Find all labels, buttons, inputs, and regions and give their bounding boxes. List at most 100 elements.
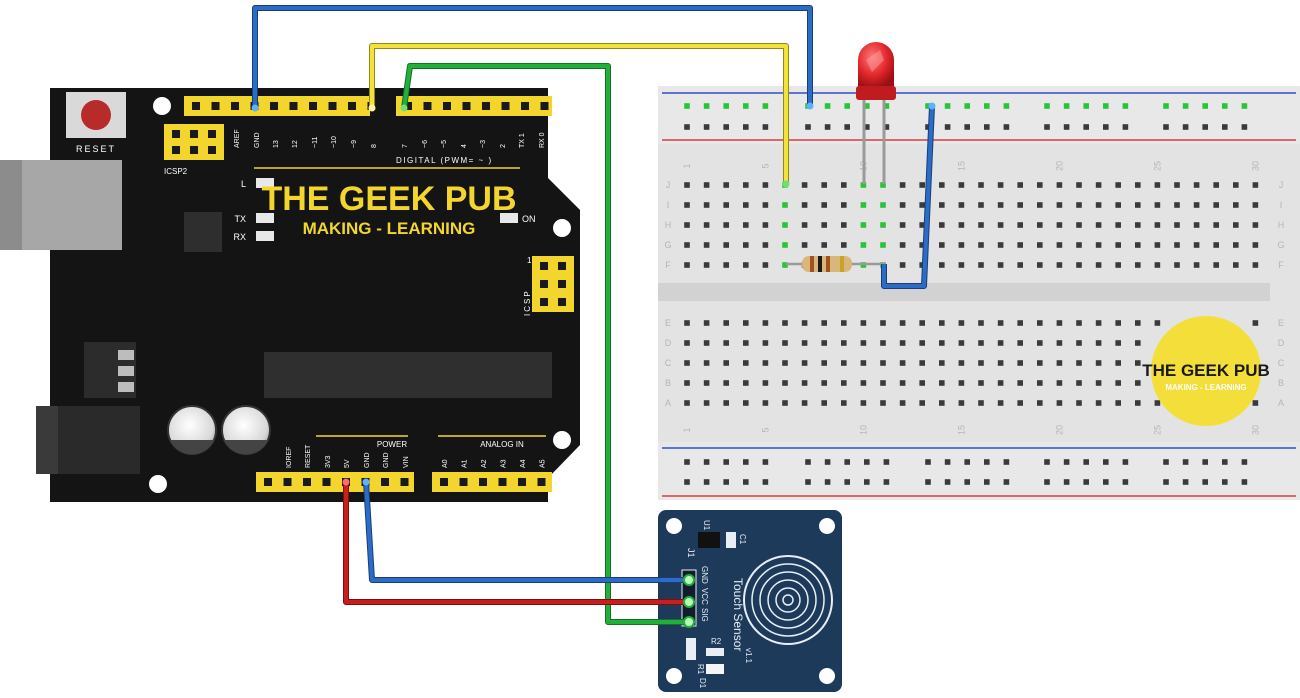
breadboard-hole [1115, 222, 1121, 228]
icsp2-pin[interactable] [172, 146, 180, 154]
header-pin[interactable] [404, 102, 412, 110]
header-pin[interactable] [537, 478, 546, 486]
icsp2-pin[interactable] [190, 146, 198, 154]
header-pin[interactable] [498, 478, 507, 486]
header-pin[interactable] [328, 102, 337, 110]
arduino-board [50, 88, 580, 502]
breadboard-hole [880, 360, 886, 366]
breadboard-hole [762, 380, 769, 386]
icsp2-pin[interactable] [172, 130, 180, 138]
header-pin[interactable] [400, 478, 409, 486]
rail-hole [1222, 103, 1228, 109]
breadboard-col-label: 20 [1054, 425, 1064, 435]
icsp2-pin[interactable] [190, 130, 198, 138]
header-pin[interactable] [423, 102, 432, 110]
breadboard-hole [1076, 320, 1082, 326]
header-pin[interactable] [518, 478, 526, 486]
header-pin[interactable] [211, 102, 220, 110]
wire-gnd-to-sensor-gnd[interactable] [364, 481, 686, 582]
breadboard-hole [978, 380, 984, 386]
wire-led-to-rail[interactable] [882, 105, 934, 288]
breadboard-hole [841, 222, 847, 228]
header-pin[interactable] [264, 478, 272, 486]
sensor-pin-gnd[interactable] [683, 574, 695, 586]
breadboard-hole [801, 380, 808, 386]
header-pin[interactable] [443, 102, 451, 110]
icsp-pin[interactable] [540, 262, 548, 270]
breadboard-row-label: D [1278, 338, 1285, 348]
wire-gnd-to-rail[interactable] [253, 6, 812, 108]
power-header [256, 472, 414, 492]
icsp2-pin[interactable] [208, 146, 216, 154]
wire-pin7-to-sensor-sig[interactable] [402, 64, 686, 624]
breadboard-hole [997, 262, 1004, 268]
rail-hole [824, 103, 831, 109]
breadboard-hole [997, 320, 1004, 326]
breadboard-hole [939, 320, 945, 326]
c1-label: C1 [738, 534, 747, 545]
reset-button[interactable] [81, 100, 111, 130]
header-pin[interactable] [381, 478, 389, 486]
breadboard-hole [684, 360, 690, 366]
header-pin[interactable] [440, 478, 448, 486]
header-pin[interactable] [501, 102, 510, 110]
breadboard-hole [1193, 222, 1200, 228]
breadboard-hole [899, 202, 906, 208]
breadboard-hole [1076, 262, 1082, 268]
breadboard-hole [899, 380, 906, 386]
breadboard-hole [841, 320, 847, 326]
icsp-pin[interactable] [558, 280, 566, 288]
breadboard-hole [723, 380, 729, 386]
digital-pin-label: 7 [402, 144, 409, 148]
breadboard-row-label: C [665, 358, 672, 368]
sensor-pin-vcc[interactable] [683, 596, 695, 608]
analog-pin-label: A3 [501, 459, 508, 468]
breadboard-row-label: F [1278, 260, 1284, 270]
icsp-pin[interactable] [558, 262, 566, 270]
header-pin[interactable] [479, 478, 487, 486]
breadboard-row-label: B [665, 378, 671, 388]
rail-hole [964, 459, 970, 465]
breadboard-hole [939, 182, 945, 188]
wire-pin8-to-breadboard[interactable] [370, 44, 788, 184]
header-pin[interactable] [540, 102, 549, 110]
icsp2-pin[interactable] [208, 130, 216, 138]
icsp-pin[interactable] [540, 280, 548, 288]
header-pin[interactable] [462, 102, 471, 110]
d1-led [706, 664, 724, 674]
header-pin[interactable] [192, 102, 200, 110]
rail-hole [864, 124, 870, 130]
header-pin[interactable] [459, 478, 468, 486]
breadboard-hole [762, 182, 769, 188]
breadboard-hole [782, 380, 788, 386]
rail-hole [1202, 103, 1208, 109]
breadboard-hole [723, 242, 729, 248]
breadboard-hole [1193, 242, 1200, 248]
capacitor-band [224, 440, 268, 455]
header-pin[interactable] [348, 102, 356, 110]
header-pin[interactable] [303, 478, 311, 486]
header-pin[interactable] [289, 102, 298, 110]
breadboard-hole [723, 320, 729, 326]
rail-hole [944, 103, 951, 109]
header-pin[interactable] [231, 102, 239, 110]
breadboard-hole [743, 262, 749, 268]
bottom-power-rail [658, 442, 1300, 500]
breadboard-hole [1154, 202, 1161, 208]
breadboard-hole [939, 340, 945, 346]
breadboard-hole [997, 380, 1004, 386]
sensor-pin-sig[interactable] [683, 616, 695, 628]
header-pin[interactable] [521, 102, 529, 110]
touch-pad[interactable] [743, 555, 833, 645]
header-pin[interactable] [482, 102, 490, 110]
rail-hole [944, 459, 951, 465]
header-pin[interactable] [270, 102, 278, 110]
icsp-pin[interactable] [540, 298, 548, 306]
top-power-rail [658, 86, 1300, 144]
wire-5v-to-sensor-vcc[interactable] [344, 482, 686, 604]
breadboard-hole [762, 222, 769, 228]
icsp-pin[interactable] [558, 298, 566, 306]
header-pin[interactable] [283, 478, 292, 486]
header-pin[interactable] [309, 102, 317, 110]
header-pin[interactable] [322, 478, 331, 486]
